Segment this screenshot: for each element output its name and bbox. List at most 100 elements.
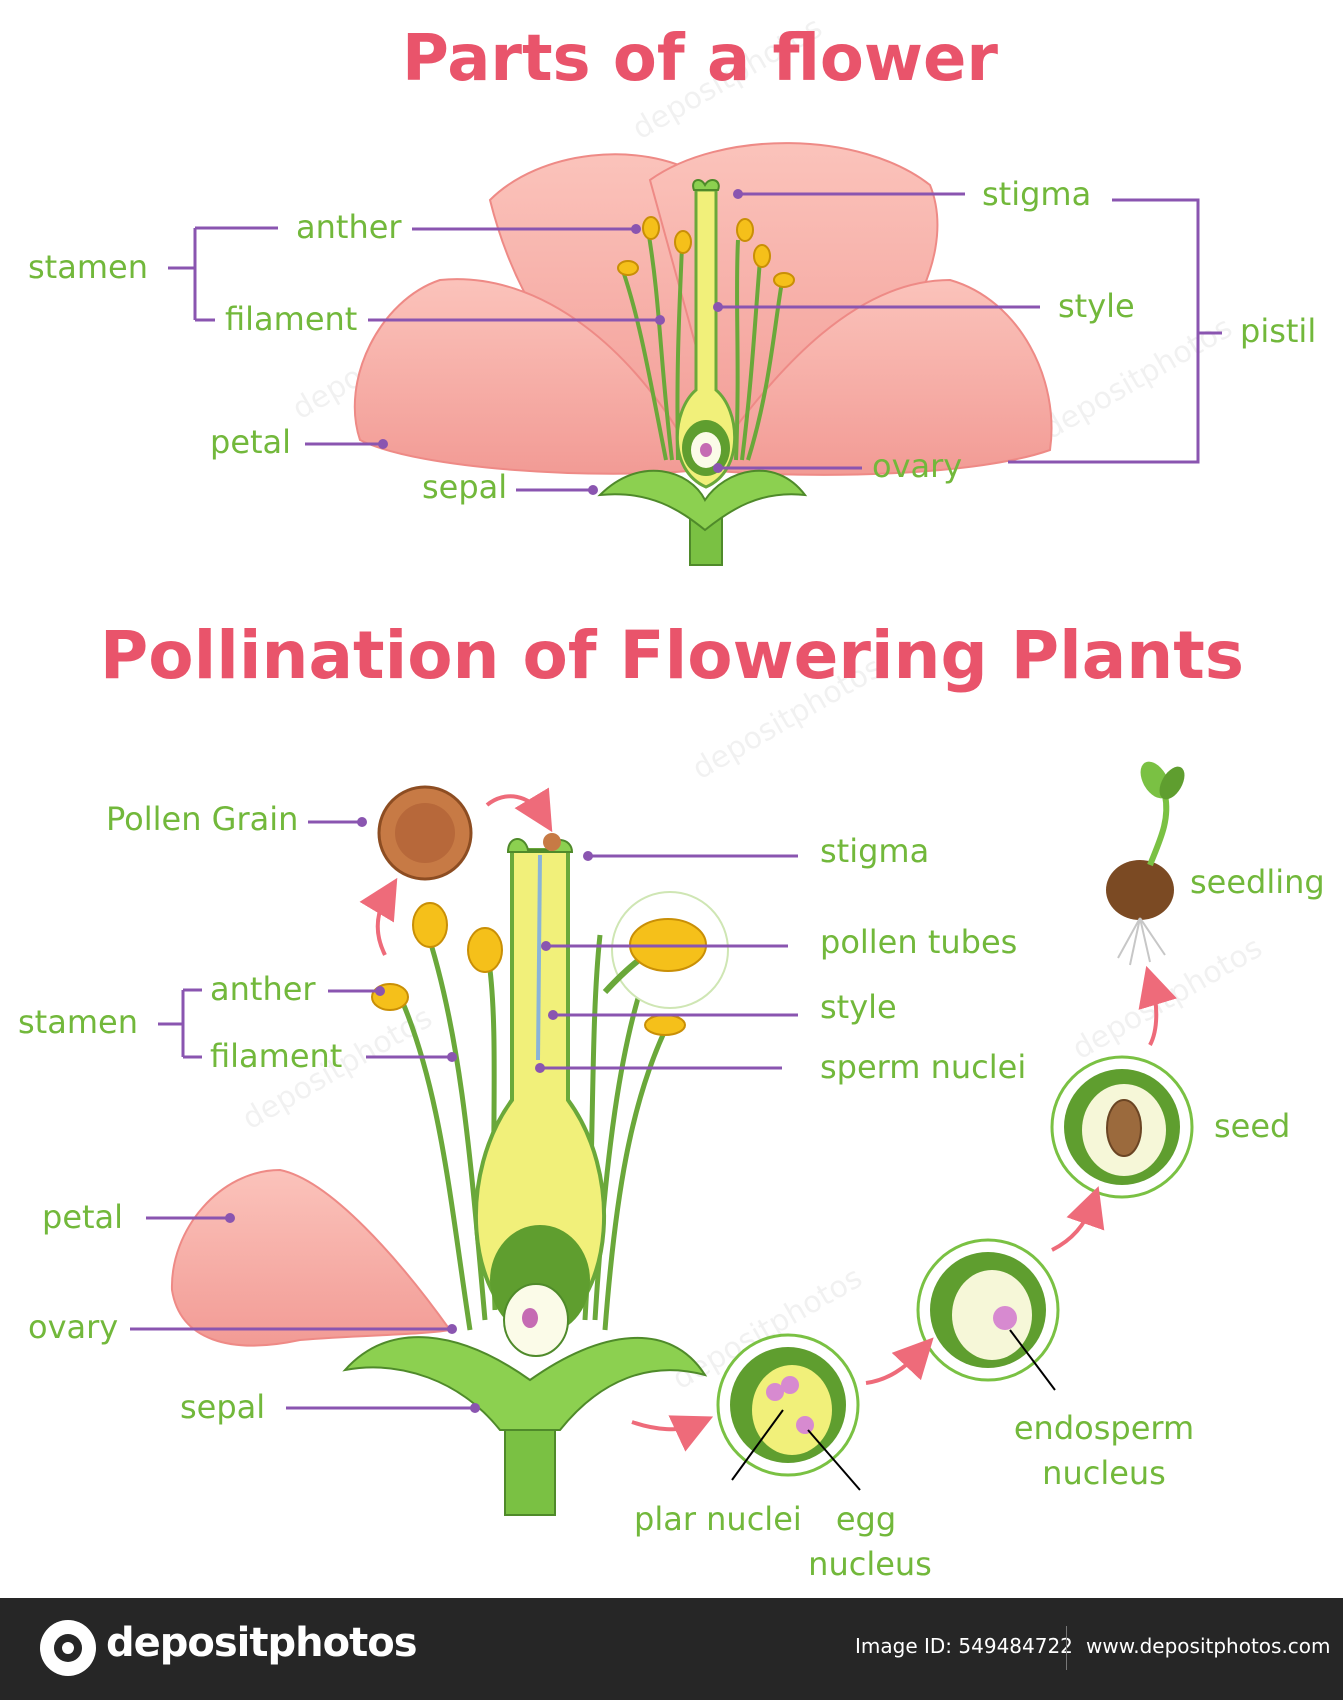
pointer-plar-nuclei <box>731 1409 784 1481</box>
label-seedling: seedling <box>1190 863 1325 901</box>
pointer-endosperm <box>1009 1329 1056 1391</box>
petal-front-right <box>703 278 1053 476</box>
leader-style-bottom-dot <box>548 1010 558 1020</box>
label-ovary-top: ovary <box>872 447 962 485</box>
leader-ovary-top-dot <box>713 463 723 473</box>
anther-6 <box>773 272 795 288</box>
leader-anther-bottom-dot <box>375 986 385 996</box>
anther-2 <box>642 216 660 240</box>
pollen-grain-core <box>395 803 455 863</box>
label-stigma-bottom: stigma <box>820 832 929 870</box>
leader-ovary-bottom-dot <box>447 1324 457 1334</box>
label-stigma-top: stigma <box>982 175 1091 213</box>
filament-b2 <box>422 924 488 1321</box>
anther-5 <box>753 244 771 268</box>
label-style-top: style <box>1058 287 1135 325</box>
seed-development <box>631 761 1194 1491</box>
label-endosperm-line2: nucleus <box>1042 1454 1166 1492</box>
anther-b2 <box>412 902 448 948</box>
stage-endosperm-sac <box>952 1270 1032 1360</box>
leader-filament-top-dot <box>655 315 665 325</box>
leader-petal-bottom-dot <box>225 1213 235 1223</box>
anther-1 <box>617 260 639 276</box>
arrow-to-seedling <box>1138 965 1177 1046</box>
pollen-tube-line <box>536 854 542 1061</box>
egg-nucleus-shape <box>796 1416 814 1434</box>
seedling-roots <box>1117 917 1166 966</box>
anther-4 <box>736 218 754 242</box>
filament-4 <box>734 239 740 461</box>
label-pollen-tubes: pollen tubes <box>820 923 1017 961</box>
label-petal-bottom: petal <box>42 1198 123 1236</box>
embryo-shape <box>1106 1099 1142 1157</box>
leader-style-top-dot <box>713 302 723 312</box>
pollen-grain-illustration <box>359 785 553 956</box>
pollen-on-stigma <box>543 833 561 851</box>
arrow-to-fertilization <box>631 1415 714 1452</box>
label-stamen-bottom: stamen <box>18 1003 138 1041</box>
ovule-nucleus-bottom <box>522 1308 538 1328</box>
label-pistil-top: pistil <box>1240 312 1316 350</box>
anther-b3 <box>467 927 503 973</box>
polar-nucleus-1 <box>766 1383 784 1401</box>
sepal-shape-bottom <box>342 1336 708 1431</box>
endosperm-nucleus-shape <box>993 1306 1017 1330</box>
anther-3 <box>674 230 692 254</box>
filament-1 <box>620 267 668 461</box>
filament-2 <box>646 229 674 461</box>
leader-sperm-nuclei-dot <box>535 1063 545 1073</box>
seedling-shoot <box>1147 794 1170 867</box>
label-plar-nuclei: plar nuclei <box>634 1500 802 1538</box>
leader-pollen-grain-dot <box>357 817 367 827</box>
label-ovary-bottom: ovary <box>28 1308 118 1346</box>
leader-sepal-top-dot <box>588 485 598 495</box>
top-labels: stamen anther filament petal sepal stigm… <box>28 175 1316 506</box>
footer-brand[interactable]: depositphotos <box>106 1620 418 1666</box>
leader-stigma-bottom-dot <box>583 851 593 861</box>
label-egg-line2: nucleus <box>808 1545 932 1583</box>
bracket-pistil-top <box>1008 198 1222 464</box>
label-sepal-top: sepal <box>422 468 507 506</box>
leader-pollen-tubes-dot <box>541 941 551 951</box>
polar-nucleus-2 <box>781 1376 799 1394</box>
watermark-text-3: depositphotos <box>1037 310 1239 447</box>
label-petal-top: petal <box>210 423 291 461</box>
seedling-illustration <box>1106 761 1185 966</box>
label-pollen-grain: Pollen Grain <box>106 800 298 838</box>
label-endosperm-line1: endosperm <box>1014 1409 1194 1447</box>
pistil-shape <box>675 188 737 489</box>
footer-site-link[interactable]: www.depositphotos.com <box>1086 1634 1331 1658</box>
label-sperm-nuclei: sperm nuclei <box>820 1048 1026 1086</box>
petal-bottom <box>170 1168 452 1347</box>
label-style-bottom: style <box>820 988 897 1026</box>
bottom-labels: Pollen Grain stamen anther filament peta… <box>18 800 1325 1583</box>
label-filament-top: filament <box>225 300 357 338</box>
footer-image-id: Image ID: 549484722 <box>855 1634 1073 1658</box>
label-sepal-bottom: sepal <box>180 1388 265 1426</box>
label-stamen-top: stamen <box>28 248 148 286</box>
bracket-stamen-bottom <box>158 988 202 1059</box>
label-anther-bottom: anther <box>210 970 316 1008</box>
filament-5 <box>740 259 762 461</box>
filament-6 <box>746 281 784 461</box>
label-seed: seed <box>1214 1107 1290 1145</box>
pointer-egg-nucleus <box>807 1429 861 1491</box>
seedling-seed <box>1106 860 1174 920</box>
petal-front-left <box>353 278 702 475</box>
label-filament-bottom: filament <box>210 1037 342 1075</box>
leader-filament-bottom-dot <box>447 1052 457 1062</box>
flower-illustration-bottom <box>170 833 729 1516</box>
stigma-shape <box>692 179 720 191</box>
seedling-leaf-2 <box>1159 766 1185 800</box>
footer-bar: depositphotos Image ID: 549484722 www.de… <box>0 1598 1343 1700</box>
filament-b1 <box>392 983 473 1331</box>
leader-stigma-top-dot <box>733 189 743 199</box>
sepal-shape <box>597 469 808 532</box>
footer-divider <box>1066 1626 1067 1670</box>
label-egg-line1: egg <box>836 1500 896 1538</box>
depositphotos-logo-icon[interactable] <box>40 1620 96 1676</box>
label-anther-top: anther <box>296 208 402 246</box>
arrow-pollen-to-stigma <box>485 787 553 833</box>
title-pollination: Pollination of Flowering Plants <box>100 617 1244 694</box>
anther-b6 <box>644 1014 686 1036</box>
